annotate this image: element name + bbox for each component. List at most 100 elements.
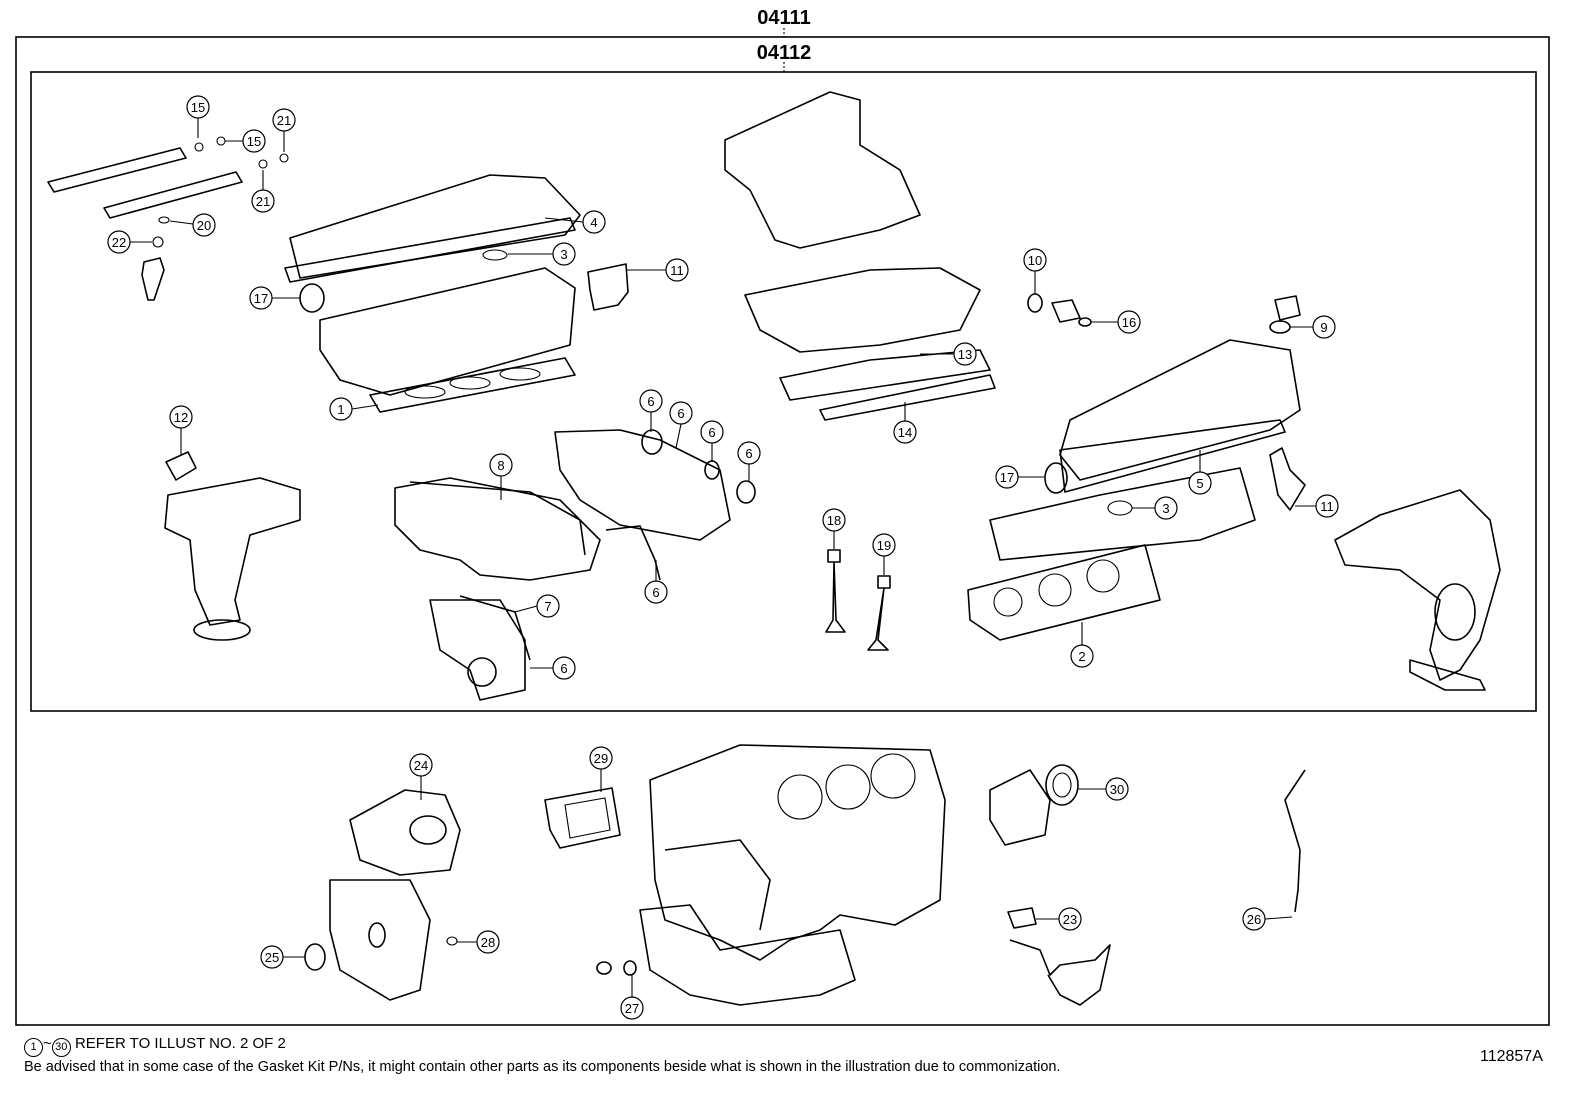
callout: 13: [920, 342, 977, 366]
kit-04111-frame: [15, 36, 1550, 1026]
bracket-11-drawing: [587, 263, 629, 311]
callout: 7: [514, 594, 560, 618]
svg-text:6: 6: [745, 446, 752, 461]
dipstick-guide-drawing: [1284, 769, 1306, 913]
callout: 26: [1242, 907, 1293, 931]
callout: 21: [251, 170, 275, 213]
svg-text:7: 7: [544, 599, 551, 614]
timing-cover-drawing: [394, 429, 756, 701]
svg-text:6: 6: [652, 585, 659, 600]
reference-text: REFER TO ILLUST NO. 2 OF 2: [74, 1035, 286, 1052]
svg-text:6: 6: [560, 661, 567, 676]
illustration-id: 112857A: [1480, 1048, 1543, 1065]
callout: 16: [1092, 310, 1141, 334]
svg-text:26: 26: [1247, 912, 1261, 927]
callout: 23: [1036, 907, 1082, 931]
svg-text:22: 22: [112, 235, 126, 250]
callout: 6: [639, 389, 663, 432]
svg-text:14: 14: [898, 425, 912, 440]
svg-text:10: 10: [1028, 253, 1042, 268]
svg-text:5: 5: [1196, 476, 1203, 491]
callout: 3: [1132, 496, 1178, 520]
callout: 8: [489, 453, 513, 500]
callout: 30: [1078, 777, 1129, 801]
callout: 11: [1295, 494, 1339, 518]
callout: 6: [737, 441, 761, 482]
timing-case-drawing: [304, 789, 461, 1001]
callout: 18: [822, 508, 846, 549]
callout: 6: [700, 420, 724, 462]
callouts: 15 15 21 21 20 22 4 3 17 11 1 12 8 6 6 6…: [107, 95, 1339, 1020]
callout: 4: [544, 210, 606, 234]
svg-text:15: 15: [247, 134, 261, 149]
callout: 15: [186, 95, 210, 138]
callout: 6: [530, 656, 576, 680]
right-head-cover-drawing: [967, 295, 1306, 641]
svg-text:6: 6: [647, 394, 654, 409]
svg-text:29: 29: [594, 751, 608, 766]
callout: 11: [626, 258, 689, 282]
callout: 1: [329, 397, 379, 421]
camshaft-drawing: [47, 136, 289, 301]
svg-text:11: 11: [1320, 499, 1334, 514]
svg-text:2: 2: [1078, 649, 1085, 664]
kit-code-04111: 04111: [757, 7, 810, 29]
callout: 2: [1070, 622, 1094, 668]
left-exhaust-manifold-drawing: [164, 451, 301, 641]
callout: 15: [225, 129, 266, 153]
intake-manifold-drawing: [724, 91, 1092, 421]
svg-text:30: 30: [1110, 782, 1124, 797]
svg-text:1: 1: [337, 402, 344, 417]
rear-seal-retainer-drawing: [989, 764, 1079, 846]
svg-text:9: 9: [1320, 320, 1327, 335]
callout: 6: [669, 401, 693, 449]
svg-text:6: 6: [708, 425, 715, 440]
svg-text:19: 19: [877, 538, 891, 553]
svg-text:11: 11: [670, 263, 684, 278]
svg-text:4: 4: [590, 215, 597, 230]
svg-text:21: 21: [277, 113, 291, 128]
left-head-cover-drawing: [284, 174, 581, 413]
callout: 19: [872, 533, 896, 575]
svg-text:6: 6: [677, 406, 684, 421]
callout: 28: [457, 930, 500, 954]
callout: 21: [272, 108, 296, 152]
kit-code-04112: 04112: [757, 42, 812, 64]
callout: 14: [893, 402, 917, 444]
callout: 12: [169, 405, 193, 455]
svg-text:24: 24: [414, 758, 428, 773]
callout: 17: [249, 286, 300, 310]
svg-text:12: 12: [174, 410, 188, 425]
callout: 22: [107, 230, 152, 254]
oil-strainer-drawing: [1007, 907, 1111, 1006]
callout: 3: [508, 242, 576, 266]
svg-text:27: 27: [625, 1001, 639, 1016]
svg-text:3: 3: [1162, 501, 1169, 516]
callout: 9: [1290, 315, 1336, 339]
svg-text:16: 16: [1122, 315, 1136, 330]
callout: 24: [409, 753, 433, 800]
callout: 5: [1188, 450, 1212, 495]
callout: 29: [589, 746, 613, 792]
parts-artwork: [47, 91, 1501, 1006]
svg-text:23: 23: [1063, 912, 1077, 927]
engine-block-drawing: [596, 744, 946, 1006]
right-exhaust-manifold-drawing: [1334, 489, 1501, 691]
svg-text:13: 13: [958, 347, 972, 362]
callout: 6: [644, 560, 668, 604]
callout: 25: [260, 945, 305, 969]
svg-text:17: 17: [254, 291, 268, 306]
callout: 27: [620, 975, 644, 1020]
callout: 17: [995, 465, 1044, 489]
range-end-badge: 30: [51, 1038, 71, 1057]
footnote-reference: 1~30 REFER TO ILLUST NO. 2 OF 2: [24, 1035, 286, 1057]
water-inlet-drawing: [544, 787, 621, 849]
svg-text:3: 3: [560, 247, 567, 262]
callout: 10: [1023, 248, 1047, 294]
valves-drawing: [825, 549, 891, 651]
svg-text:17: 17: [1000, 470, 1014, 485]
svg-text:21: 21: [256, 194, 270, 209]
svg-text:20: 20: [197, 218, 211, 233]
range-start-badge: 1: [24, 1038, 43, 1057]
